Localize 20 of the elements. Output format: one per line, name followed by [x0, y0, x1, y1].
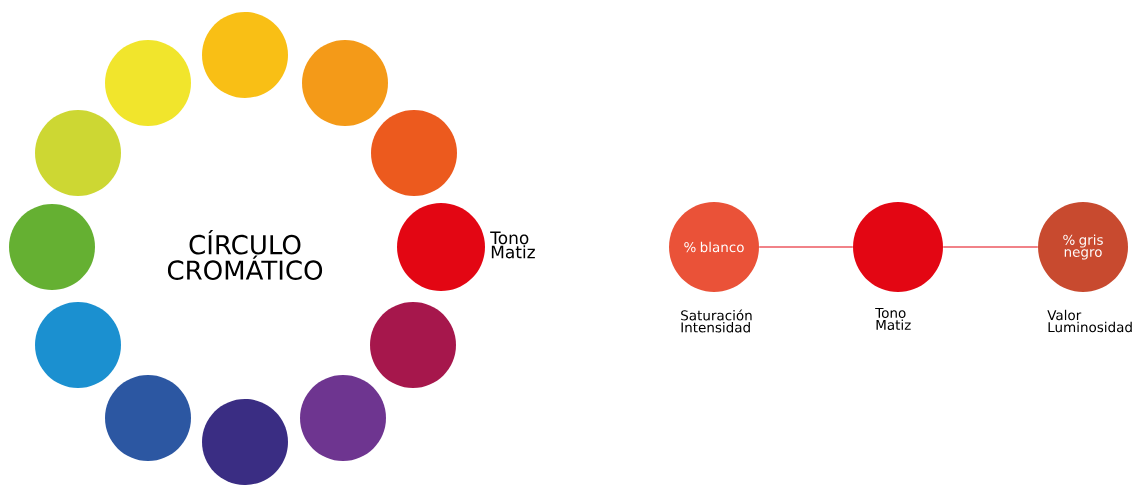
color-circle: [35, 110, 121, 196]
color-circle: [105, 40, 191, 126]
color-circle: [370, 302, 456, 388]
center-title: CÍRCULO CROMÁTICO: [167, 230, 323, 280]
color-circle: [202, 12, 288, 98]
color-circle: [9, 204, 95, 290]
color-circle: [853, 202, 943, 292]
side-label: Tono Matiz: [875, 308, 911, 330]
color-circle: [300, 375, 386, 461]
color-circle: [371, 110, 457, 196]
color-circle: [302, 40, 388, 126]
connector-line: [758, 246, 854, 248]
color-circle: [105, 375, 191, 461]
side-label: Tono Matiz: [490, 231, 535, 259]
connector-line: [942, 246, 1039, 248]
side-label: Saturación Intensidad: [681, 309, 752, 333]
color-circle: [397, 203, 485, 291]
color-circle: [35, 302, 121, 388]
color-circle: [202, 399, 288, 485]
side-label: Valor Luminosidad: [1047, 309, 1132, 333]
